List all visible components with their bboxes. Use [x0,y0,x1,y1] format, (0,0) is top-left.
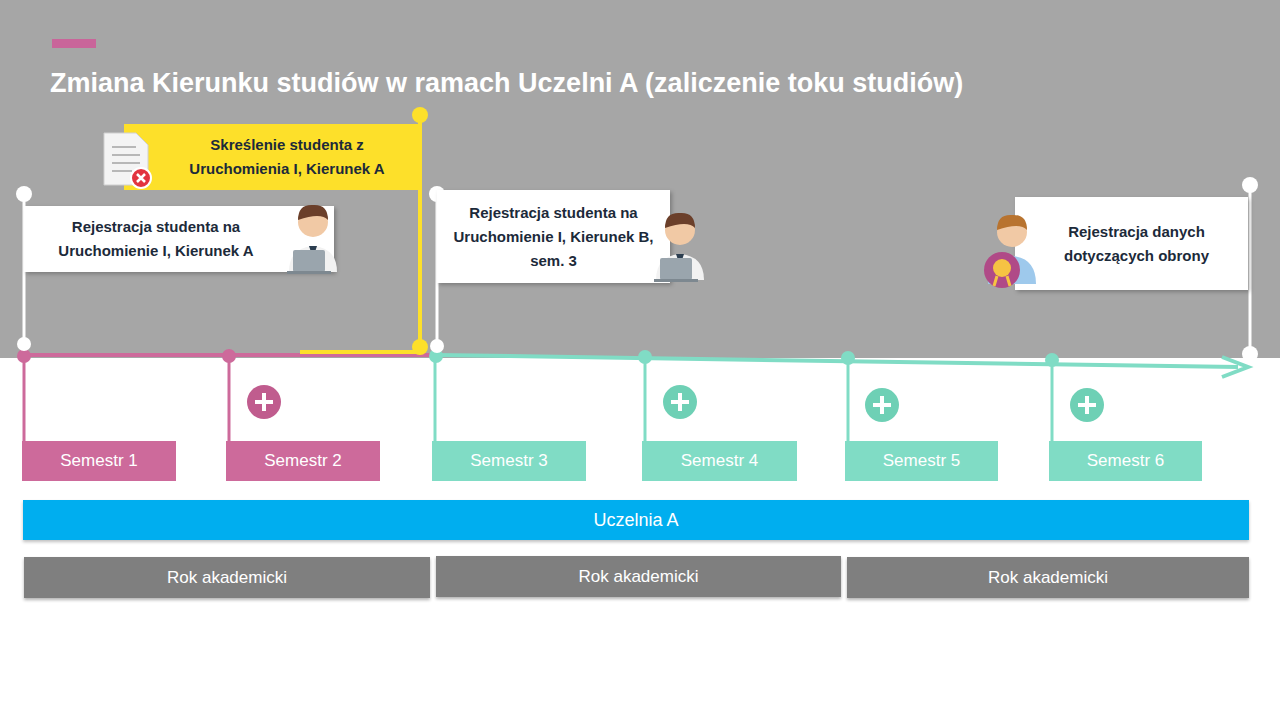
node-text: Rejestracja studenta na Uruchomienie I, … [38,215,274,263]
text-wrap: Rejestracja danych dotyczących obrony [1045,220,1228,268]
semester-box: Semestr 2 [226,441,380,481]
node-text: Semestr 4 [681,451,758,471]
text-wrap: Uczelnia A [593,510,678,531]
node-text: Semestr 5 [883,451,960,471]
node-text: Uczelnia A [593,510,678,531]
node-text: Semestr 3 [470,451,547,471]
text-wrap: Semestr 5 [883,451,960,471]
process-callout: Rejestracja danych dotyczących obrony [1015,197,1248,290]
person-icon [654,213,704,282]
text-wrap: Semestr 4 [681,451,758,471]
node-text: Rok akademicki [988,568,1108,588]
semester-box: Semestr 5 [845,441,998,481]
plus-icons [247,385,1104,422]
header-band [0,0,1280,358]
semester-brackets [24,356,1052,441]
semester-box: Semestr 3 [432,441,586,481]
node-text: Semestr 6 [1087,451,1164,471]
text-wrap: Semestr 2 [264,451,341,471]
node-text: Rejestracja studenta na Uruchomienie I, … [451,201,656,273]
timeline-arrowhead [1222,357,1248,377]
text-wrap: Semestr 6 [1087,451,1164,471]
text-wrap: Skreślenie studenta z Uruchomienia I, Ki… [164,133,410,181]
node-text: Semestr 1 [60,451,137,471]
diagram-title: Zmiana Kierunku studiów w ramach Uczelni… [50,68,1250,99]
node-text: Skreślenie studenta z Uruchomienia I, Ki… [164,133,410,181]
leader-lines [16,107,1258,362]
year-band: Rok akademicki [847,557,1249,598]
text-wrap: Rok akademicki [988,568,1108,588]
process-callout: Rejestracja studenta na Uruchomienie I, … [437,190,670,283]
year-band: Rok akademicki [24,557,430,598]
accent-bar [52,39,96,48]
timeline-green [436,355,1238,367]
text-wrap: Semestr 3 [470,451,547,471]
semester-box: Semestr 1 [22,441,176,481]
node-text: Rok akademicki [167,568,287,588]
status-callout: Skreślenie studenta z Uruchomienia I, Ki… [124,124,420,190]
text-wrap: Rok akademicki [167,568,287,588]
semester-box: Semestr 6 [1049,441,1202,481]
node-text: Semestr 2 [264,451,341,471]
text-wrap: Rok akademicki [579,567,699,587]
node-text: Rejestracja danych dotyczących obrony [1045,220,1228,268]
graduate-icon [984,215,1036,288]
document-icon [104,133,151,188]
timeline-dots [17,349,1059,367]
text-wrap: Rejestracja studenta na Uruchomienie I, … [38,215,274,263]
university-band: Uczelnia A [23,500,1249,540]
process-callout: Rejestracja studenta na Uruchomienie I, … [24,206,334,272]
text-wrap: Rejestracja studenta na Uruchomienie I, … [451,201,656,273]
person-icon [287,205,337,274]
semester-box: Semestr 4 [642,441,797,481]
text-wrap: Semestr 1 [60,451,137,471]
year-band: Rok akademicki [436,556,841,597]
node-text: Rok akademicki [579,567,699,587]
